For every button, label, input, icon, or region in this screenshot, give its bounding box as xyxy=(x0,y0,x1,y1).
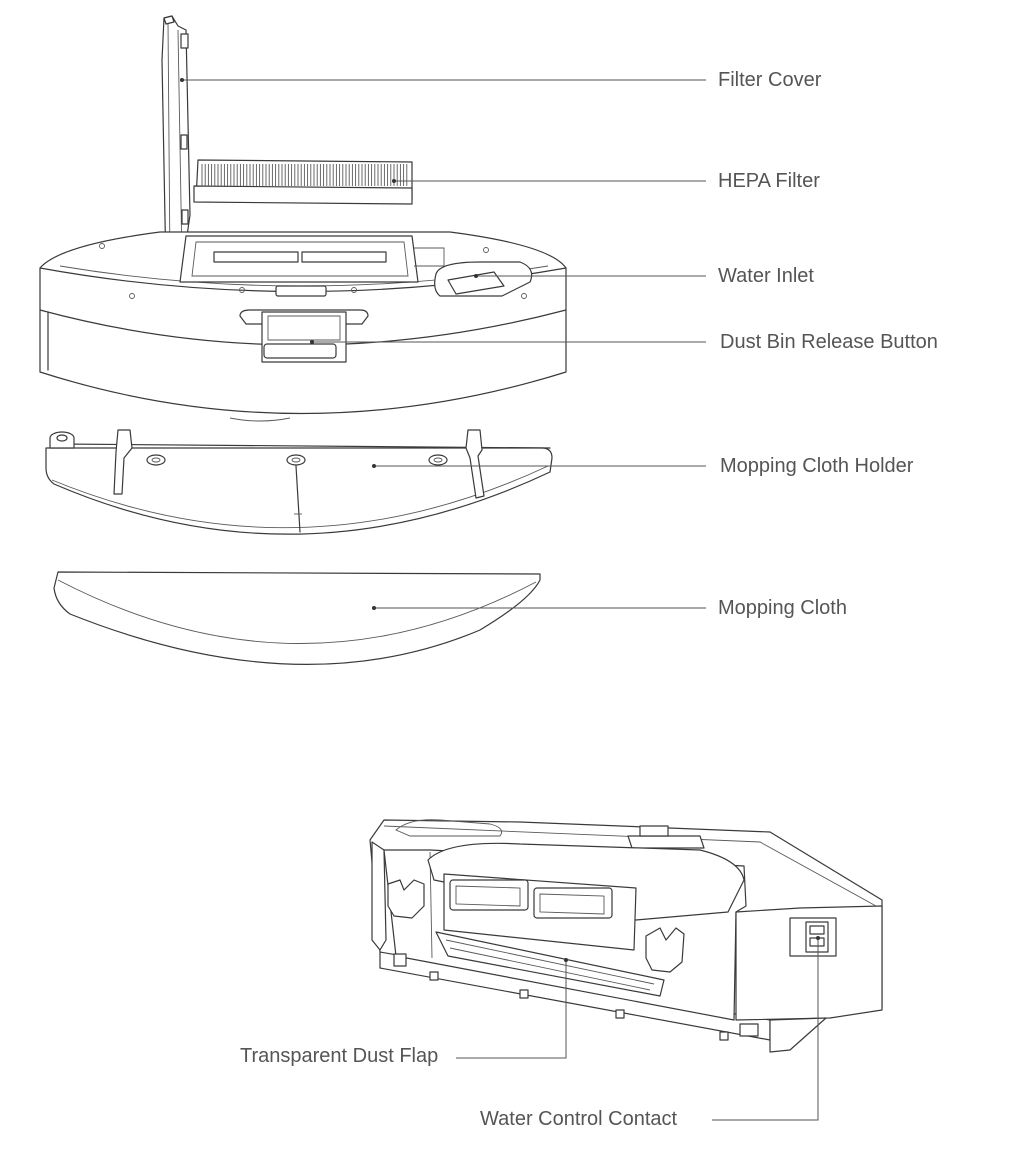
mopping-cloth-label: Mopping Cloth xyxy=(718,597,847,619)
mopping-cloth-holder-label: Mopping Cloth Holder xyxy=(720,455,914,477)
dust-bin-underside-part xyxy=(369,819,883,1053)
water-inlet-label: Water Inlet xyxy=(718,265,814,287)
filter-cover-label: Filter Cover xyxy=(718,69,822,91)
water-control-contact-label: Water Control Contact xyxy=(480,1108,678,1130)
transparent-dust-flap-label: Transparent Dust Flap xyxy=(240,1045,439,1067)
leader-lines xyxy=(180,78,820,1121)
dust-bin-body-part xyxy=(39,231,567,422)
hepa-filter-label: HEPA Filter xyxy=(718,170,820,192)
mopping-cloth-part xyxy=(53,571,541,665)
hepa-filter-part xyxy=(193,159,413,205)
dust-bin-release-button-label: Dust Bin Release Button xyxy=(720,331,938,353)
mopping-cloth-holder-part xyxy=(45,429,553,535)
